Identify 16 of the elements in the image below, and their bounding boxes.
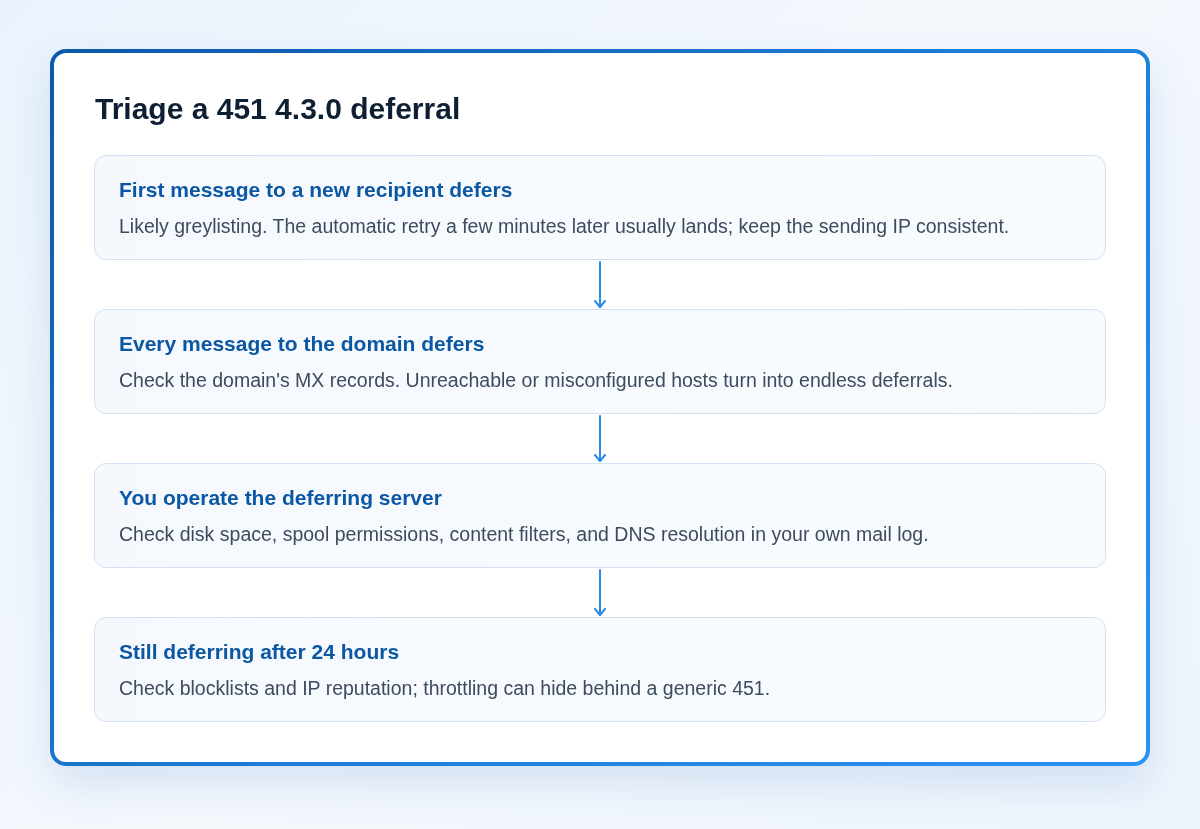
arrow [594,261,606,308]
step-description: Check blocklists and IP reputation; throttling can hide behind a generic 451. [119,676,772,700]
step-heading: First message to a new recipient defers [119,177,513,203]
step-box [94,463,1106,568]
step-box [94,617,1106,722]
arrow [594,415,606,462]
step-description: Check the domain's MX records. Unreachable or misconfigured hosts turn into endless deferrals. [119,368,954,392]
step-description: Likely greylisting. The automatic retry a few minutes later usually lands; keep the sending IP consistent. [119,214,1011,238]
diagram-title: Triage a 451 4.3.0 deferral [95,91,461,127]
step-heading: You operate the deferring server [119,485,442,511]
step-heading: Still deferring after 24 hours [119,639,400,665]
step-description: Check disk space, spool permissions, content filters, and DNS resolution in your own mail log. [119,522,930,546]
step-box [94,309,1106,414]
step-box [94,155,1106,260]
step-heading: Every message to the domain defers [119,331,485,357]
arrow [594,569,606,616]
